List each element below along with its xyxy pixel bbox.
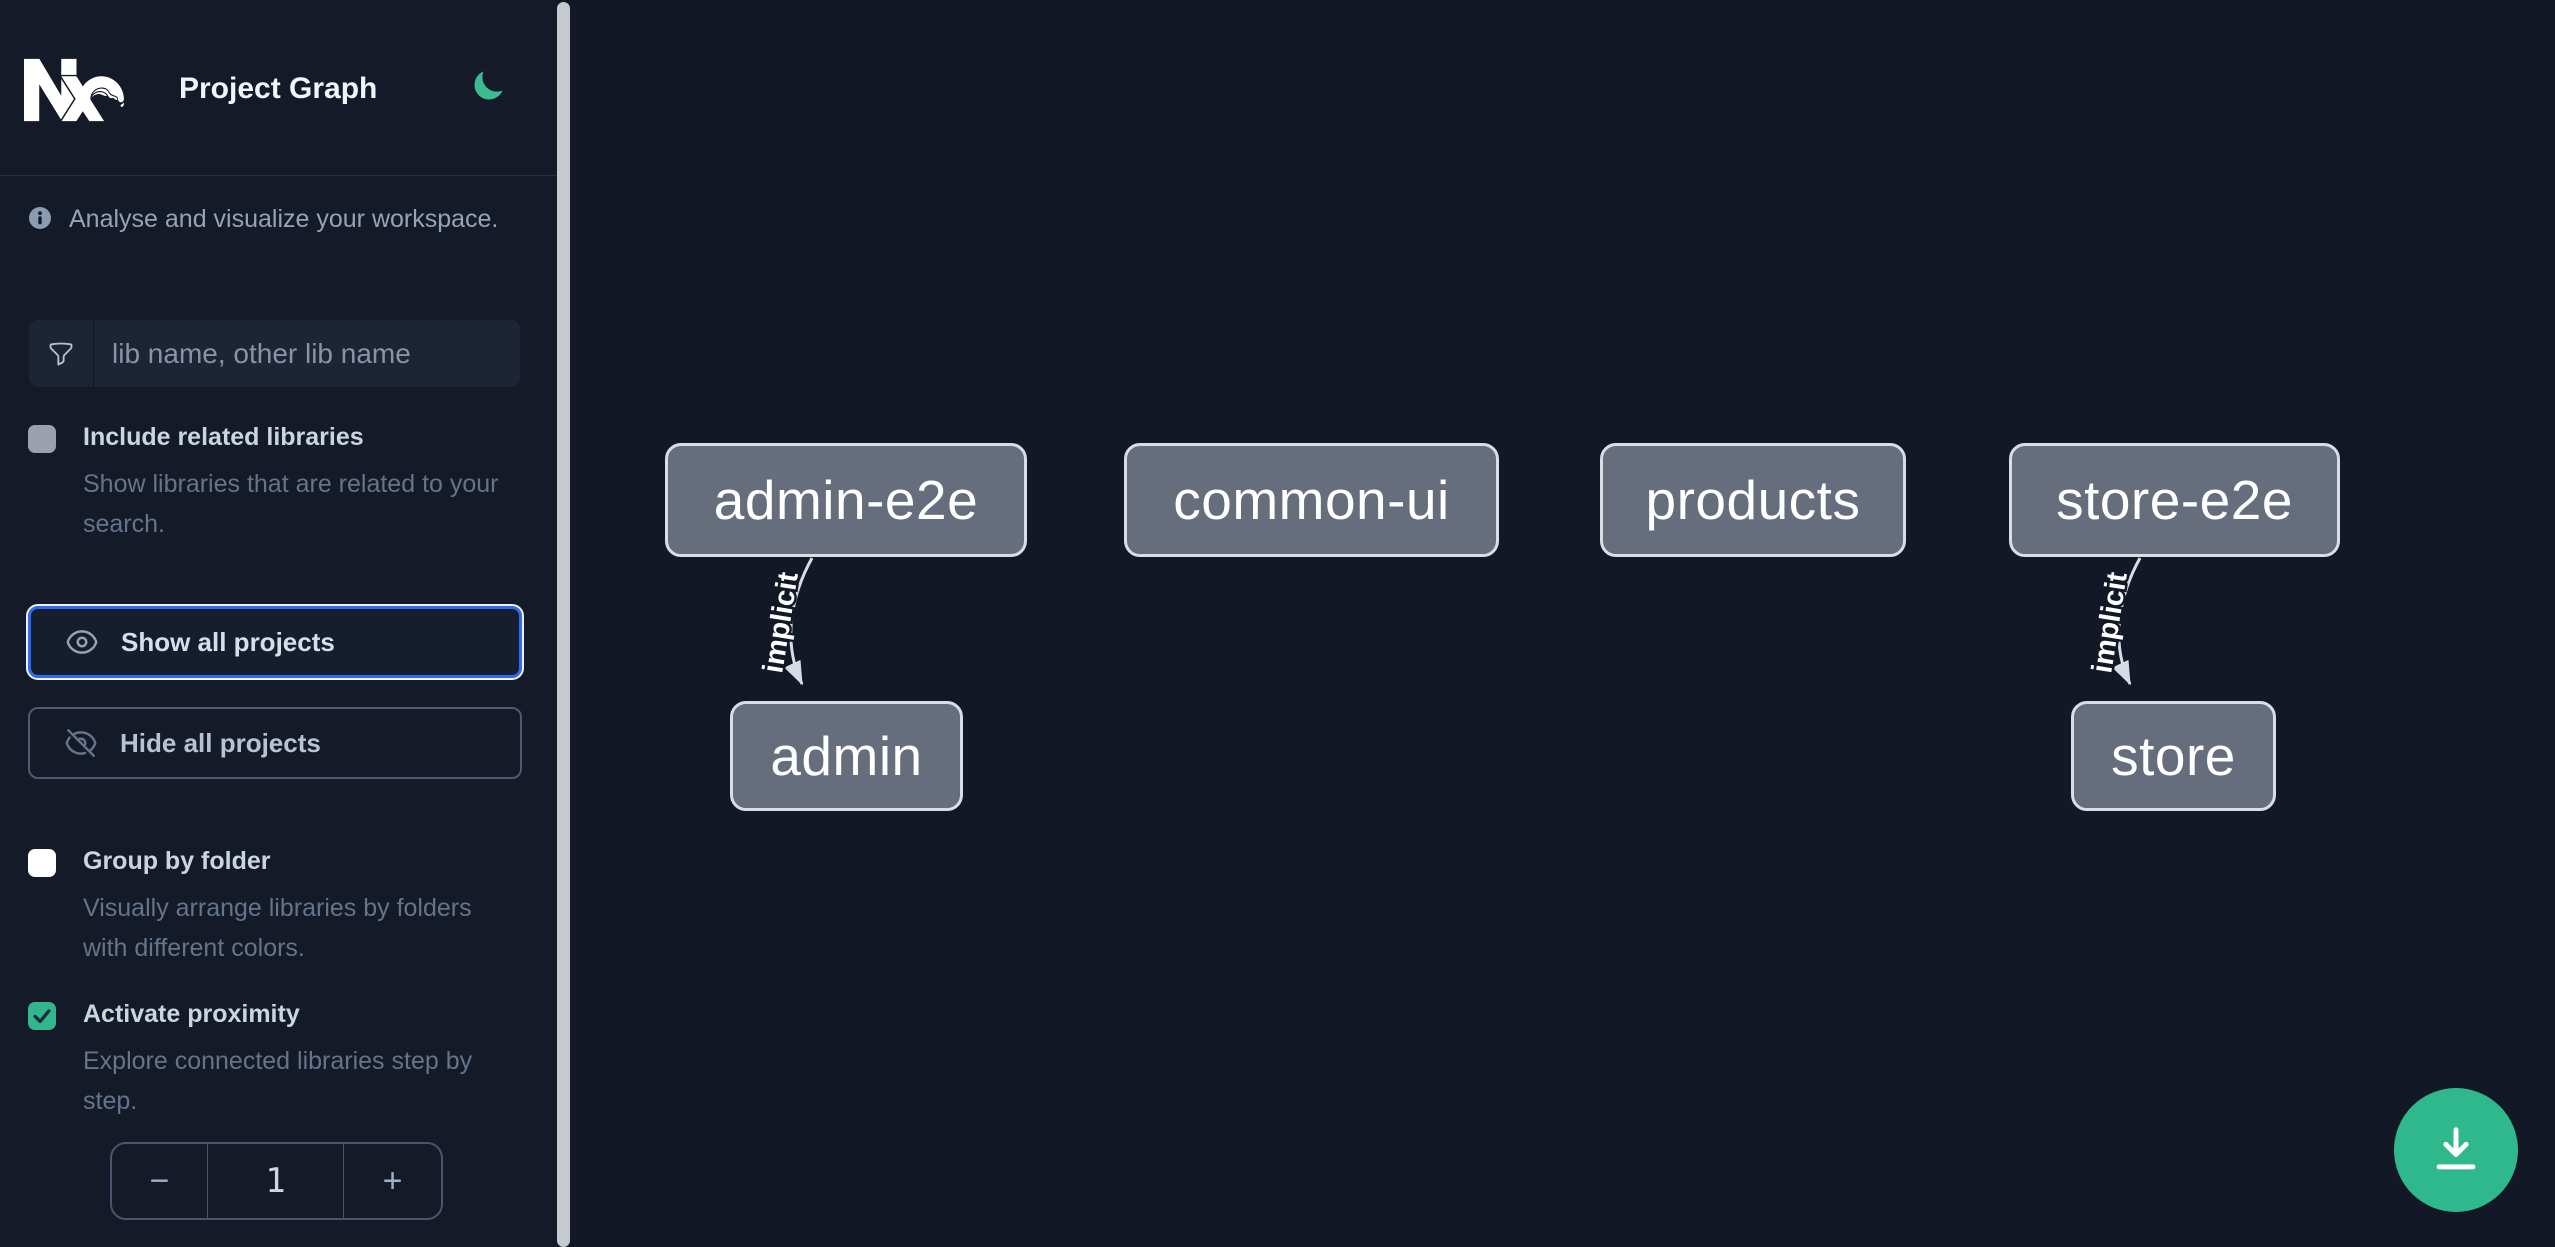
header-divider xyxy=(0,175,557,176)
filter-box xyxy=(29,320,520,387)
funnel-icon xyxy=(29,320,94,387)
download-icon xyxy=(2429,1123,2483,1177)
eye-slash-icon xyxy=(64,726,98,760)
graph-node-common-ui[interactable]: common-ui xyxy=(1124,443,1499,557)
info-icon xyxy=(28,206,52,235)
moon-icon xyxy=(470,68,506,104)
filter-input[interactable] xyxy=(94,320,520,387)
button-label: Hide all projects xyxy=(120,727,321,758)
stepper-value: 1 xyxy=(265,1161,286,1201)
graph-node-admin-e2e[interactable]: admin-e2e xyxy=(665,443,1027,557)
sidebar: Project Graph Analyse and visualize your… xyxy=(0,0,557,1247)
group-by-folder-checkbox[interactable] xyxy=(28,849,56,877)
graph-edges: implicit implicit xyxy=(755,557,2142,686)
button-label: Show all projects xyxy=(121,626,335,657)
toggle-label[interactable]: Activate proximity xyxy=(83,1000,300,1028)
edge-store-e2e-store xyxy=(2112,557,2142,686)
edge-label-implicit[interactable]: implicit xyxy=(755,567,808,678)
hide-all-projects-button[interactable]: Hide all projects xyxy=(28,707,522,779)
nx-logo xyxy=(24,58,124,122)
toggle-label[interactable]: Group by folder xyxy=(83,847,271,875)
include-related-checkbox[interactable] xyxy=(28,425,56,453)
graph-node-store[interactable]: store xyxy=(2071,701,2276,811)
graph-node-store-e2e[interactable]: store-e2e xyxy=(2009,443,2340,557)
theme-toggle-button[interactable] xyxy=(464,62,512,110)
activate-proximity-checkbox[interactable] xyxy=(28,1002,56,1030)
toggle-description: Show libraries that are related to your … xyxy=(83,470,499,538)
edge-label-implicit[interactable]: implicit xyxy=(2084,567,2137,678)
toggle-description: Explore connected libraries step by step… xyxy=(83,1047,473,1115)
workspace-info-text: Analyse and visualize your workspace. xyxy=(69,205,499,233)
show-all-projects-button[interactable]: Show all projects xyxy=(26,604,524,680)
toggle-label[interactable]: Include related libraries xyxy=(83,423,364,451)
proximity-depth-stepper: − 1 + xyxy=(110,1142,443,1220)
decrement-button[interactable]: − xyxy=(112,1144,208,1218)
download-image-button[interactable] xyxy=(2394,1088,2518,1212)
toggle-description: Visually arrange libraries by folders wi… xyxy=(83,894,472,962)
page-title: Project Graph xyxy=(179,72,378,105)
check-icon xyxy=(31,1005,53,1027)
eye-icon xyxy=(65,625,99,659)
sidebar-scrollbar[interactable] xyxy=(557,2,570,1247)
graph-node-admin[interactable]: admin xyxy=(730,701,963,811)
graph-canvas[interactable]: implicit implicit admin-e2e common-ui pr… xyxy=(571,0,2555,1247)
increment-button[interactable]: + xyxy=(343,1144,441,1218)
graph-node-products[interactable]: products xyxy=(1600,443,1906,557)
edge-admin-e2e-admin xyxy=(784,557,814,686)
